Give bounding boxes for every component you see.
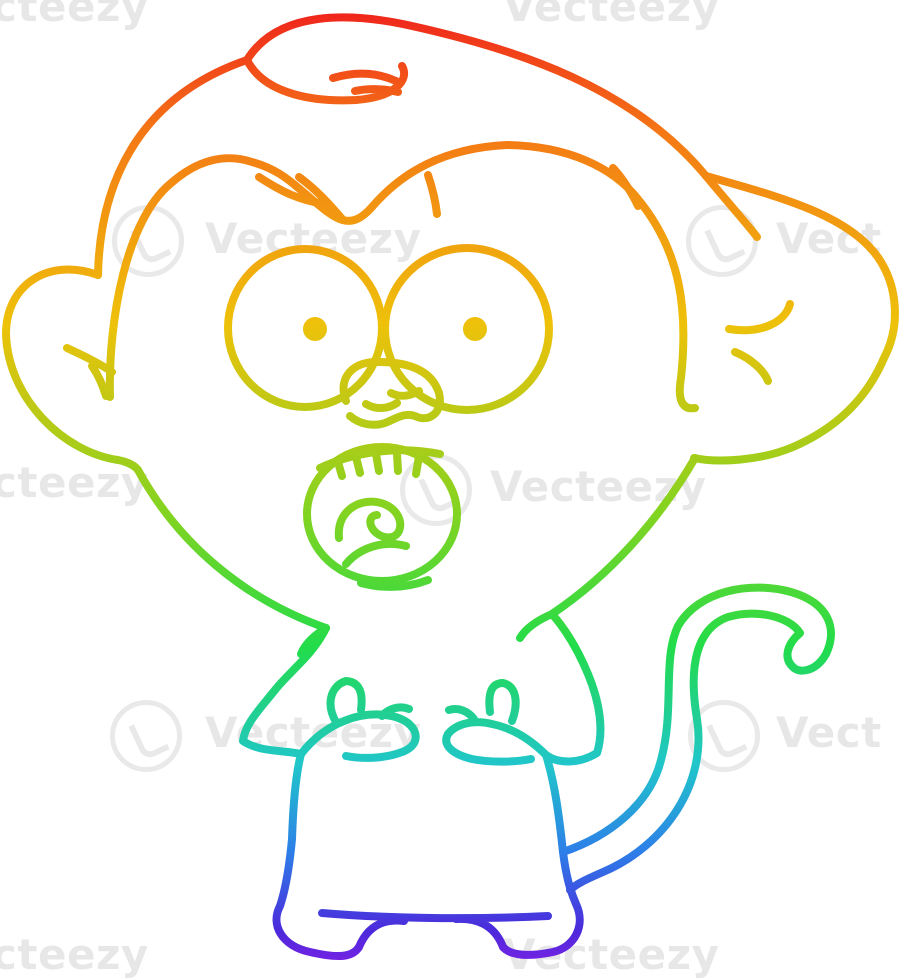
tail (559, 583, 835, 894)
right-hand (442, 679, 550, 766)
brow-line-left (255, 173, 347, 224)
pupils-group (303, 317, 487, 341)
right-pupil (463, 317, 487, 341)
nostrils (362, 387, 423, 412)
upper-teeth (316, 446, 444, 480)
nose (339, 357, 444, 429)
legs-bottom (318, 909, 552, 951)
left-ear (2, 265, 142, 474)
torso-right-side (499, 610, 605, 959)
shoulder-left (297, 624, 330, 658)
hair-curl (243, 56, 408, 105)
left-head-outline (94, 56, 251, 279)
face-outline (105, 141, 699, 413)
torso-left-side (239, 624, 363, 961)
left-inner-ear (63, 344, 116, 400)
head-top-outline (243, 13, 761, 241)
left-pupil (303, 317, 327, 341)
brow-line-right (424, 164, 642, 218)
monkey-outline-group (2, 13, 899, 961)
mouth-outline (303, 443, 461, 585)
right-ear-outer (690, 172, 899, 465)
chin-line (357, 576, 432, 591)
right-cheek-outline (548, 454, 699, 618)
left-cheek-outline (134, 466, 330, 632)
right-ear-inner (725, 300, 794, 385)
tongue (334, 497, 410, 568)
left-hand (297, 677, 420, 762)
right-eye (381, 244, 553, 414)
shoulder-right (516, 610, 556, 642)
